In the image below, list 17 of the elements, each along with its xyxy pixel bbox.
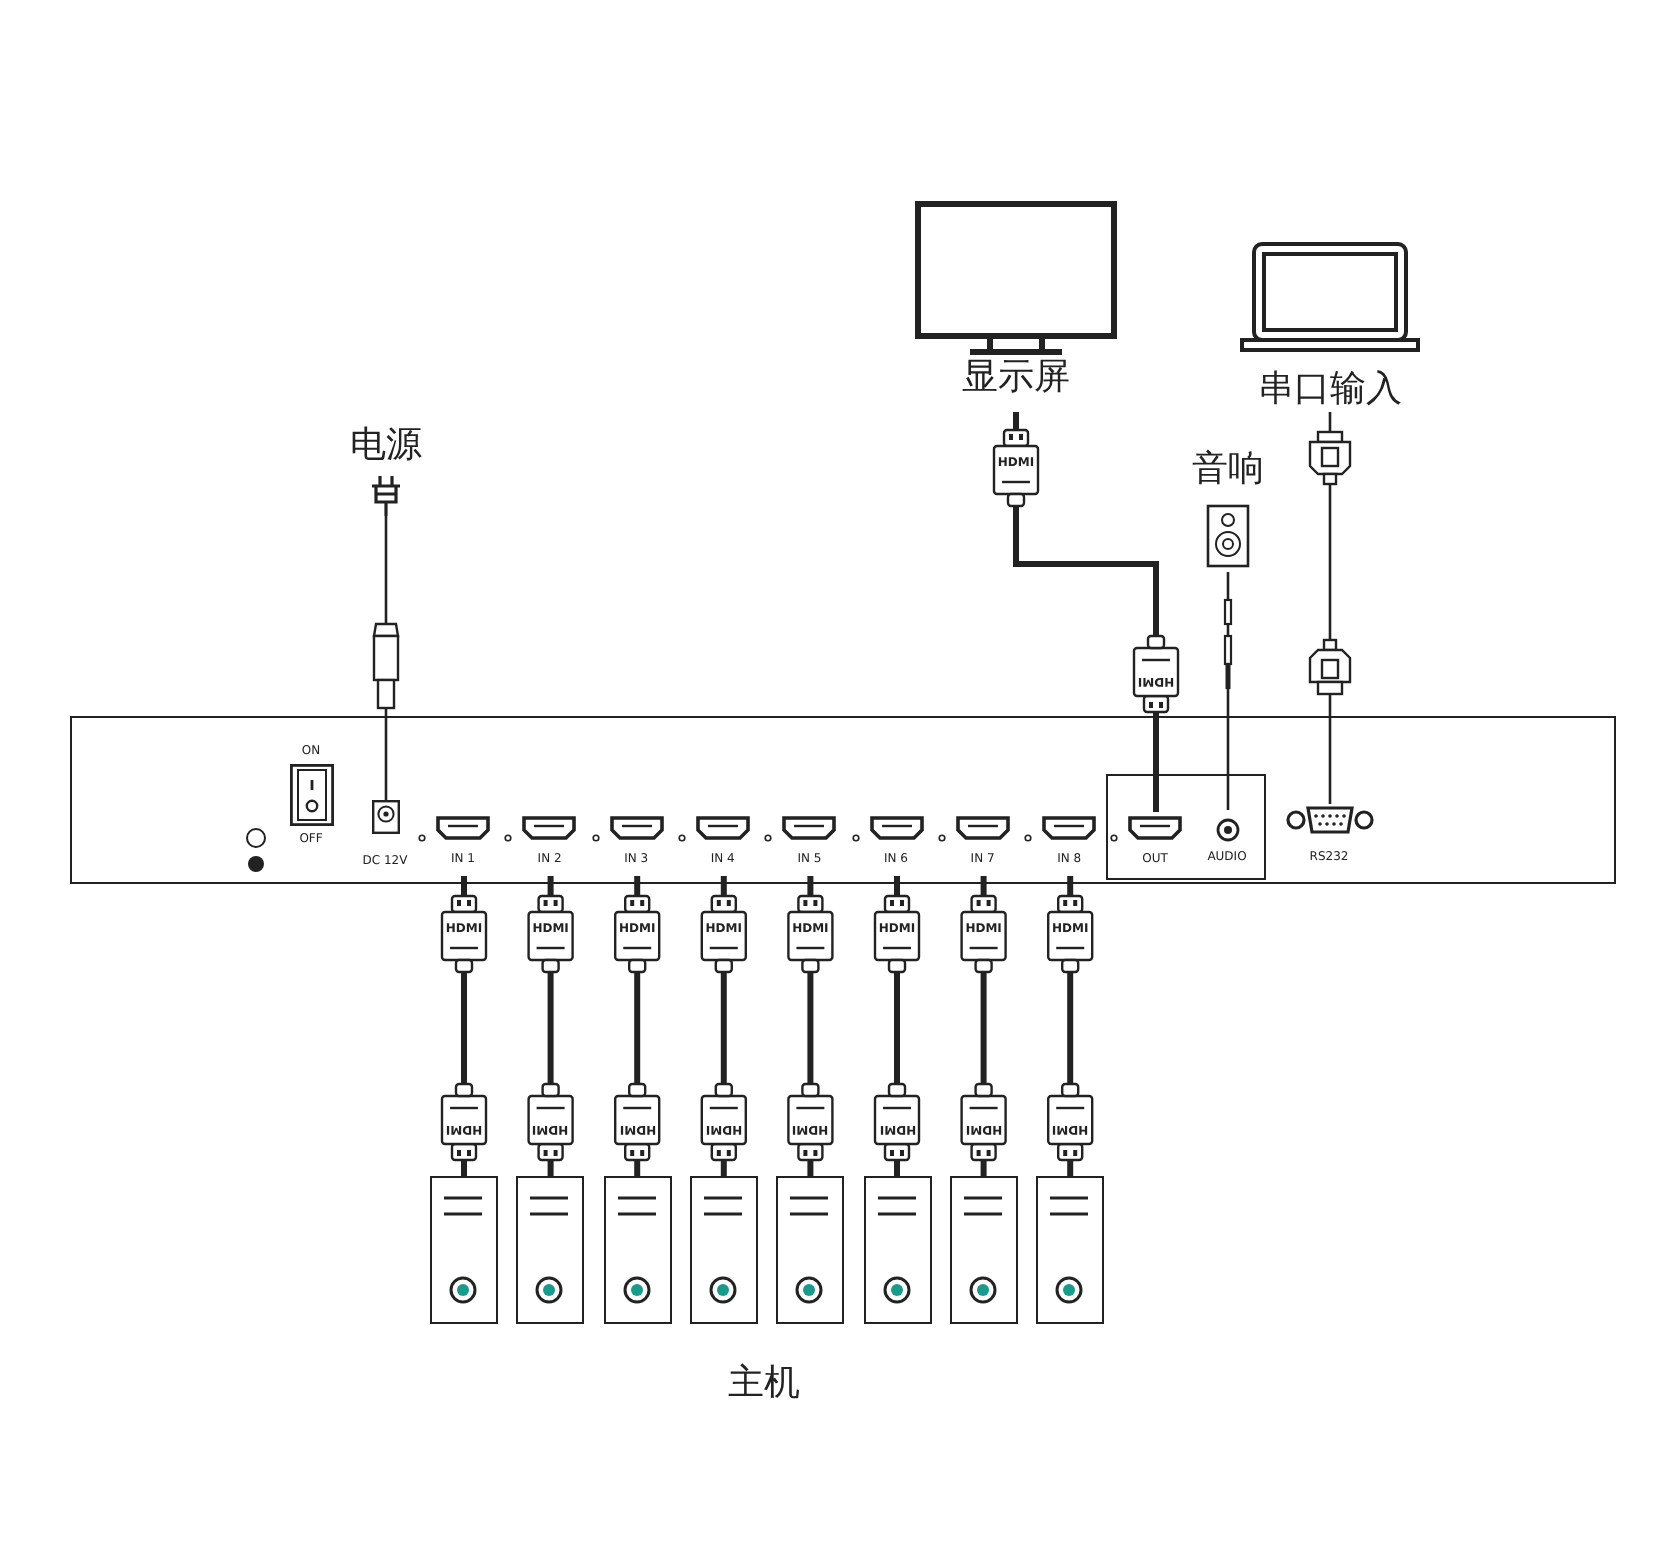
computer-tower bbox=[516, 1176, 585, 1324]
device-label: 串口输入 bbox=[1256, 368, 1404, 412]
device-label: 音响 bbox=[1190, 448, 1266, 492]
computer-tower bbox=[776, 1176, 845, 1324]
device-label: 显示屏 bbox=[960, 356, 1072, 400]
computer-tower bbox=[949, 1176, 1018, 1324]
computer-tower bbox=[603, 1176, 672, 1324]
computer-tower bbox=[689, 1176, 758, 1324]
device-panel bbox=[70, 716, 1616, 884]
computer-tower bbox=[430, 1176, 498, 1324]
computer-tower bbox=[1036, 1176, 1105, 1324]
cable bbox=[384, 516, 388, 800]
computer-tower bbox=[863, 1176, 931, 1324]
device-label: 电源 bbox=[348, 424, 424, 468]
port-group-frame bbox=[1105, 773, 1265, 879]
group-caption: 主机 bbox=[726, 1362, 802, 1406]
cable bbox=[1226, 572, 1230, 810]
